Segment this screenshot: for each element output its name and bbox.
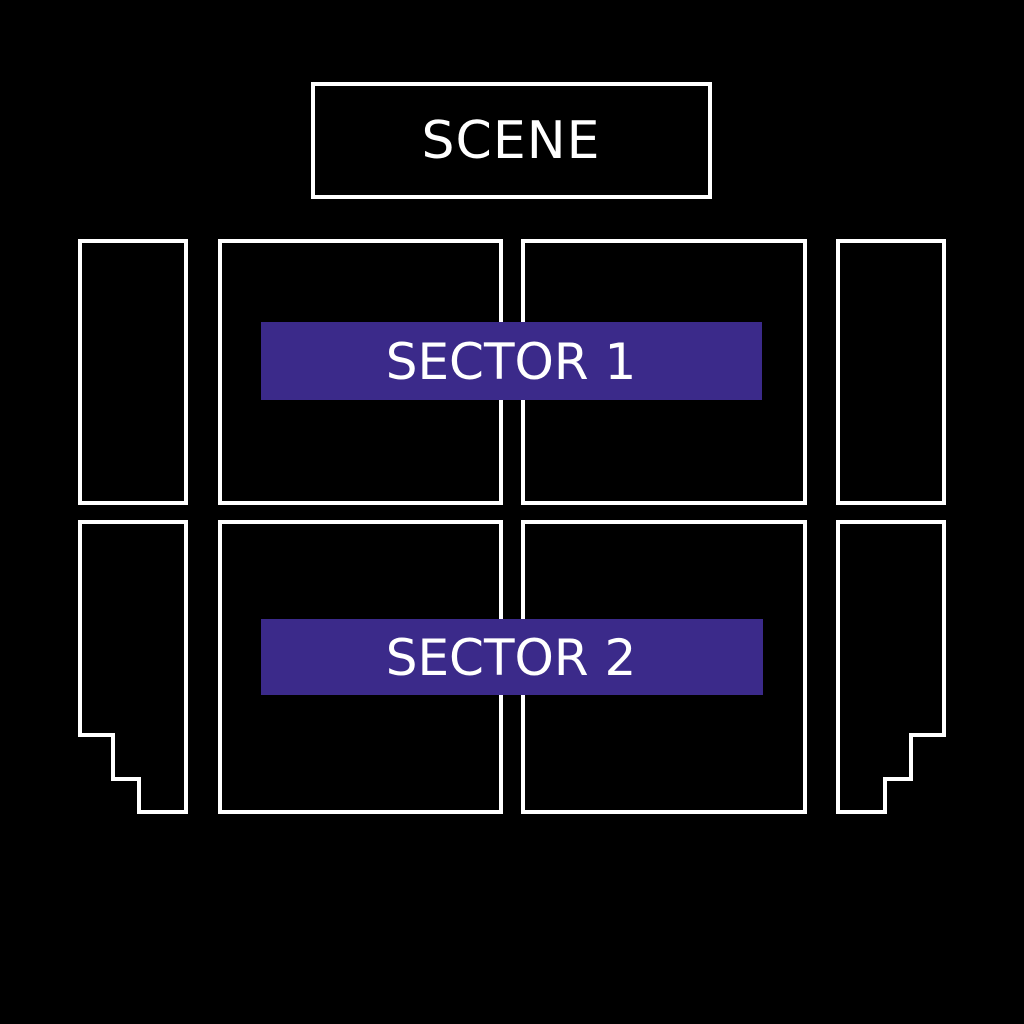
sector-2-label: SECTOR 2 [386, 629, 637, 687]
stage-label: SCENE [422, 111, 601, 171]
stage-outline [311, 82, 712, 199]
block-upper-left-side[interactable] [78, 239, 188, 505]
sector-2-banner[interactable]: SECTOR 2 [261, 619, 763, 695]
sector-1-banner-bg [261, 322, 762, 400]
block-lower-left-side[interactable] [78, 520, 188, 814]
sector-1-label: SECTOR 1 [386, 333, 637, 391]
sector-1-banner[interactable]: SECTOR 1 [261, 322, 762, 400]
stage-area[interactable]: SCENE [311, 82, 712, 199]
sector-2-banner-bg [261, 619, 763, 695]
block-upper-right-side[interactable] [836, 239, 946, 505]
block-lower-right-side[interactable] [836, 520, 946, 814]
